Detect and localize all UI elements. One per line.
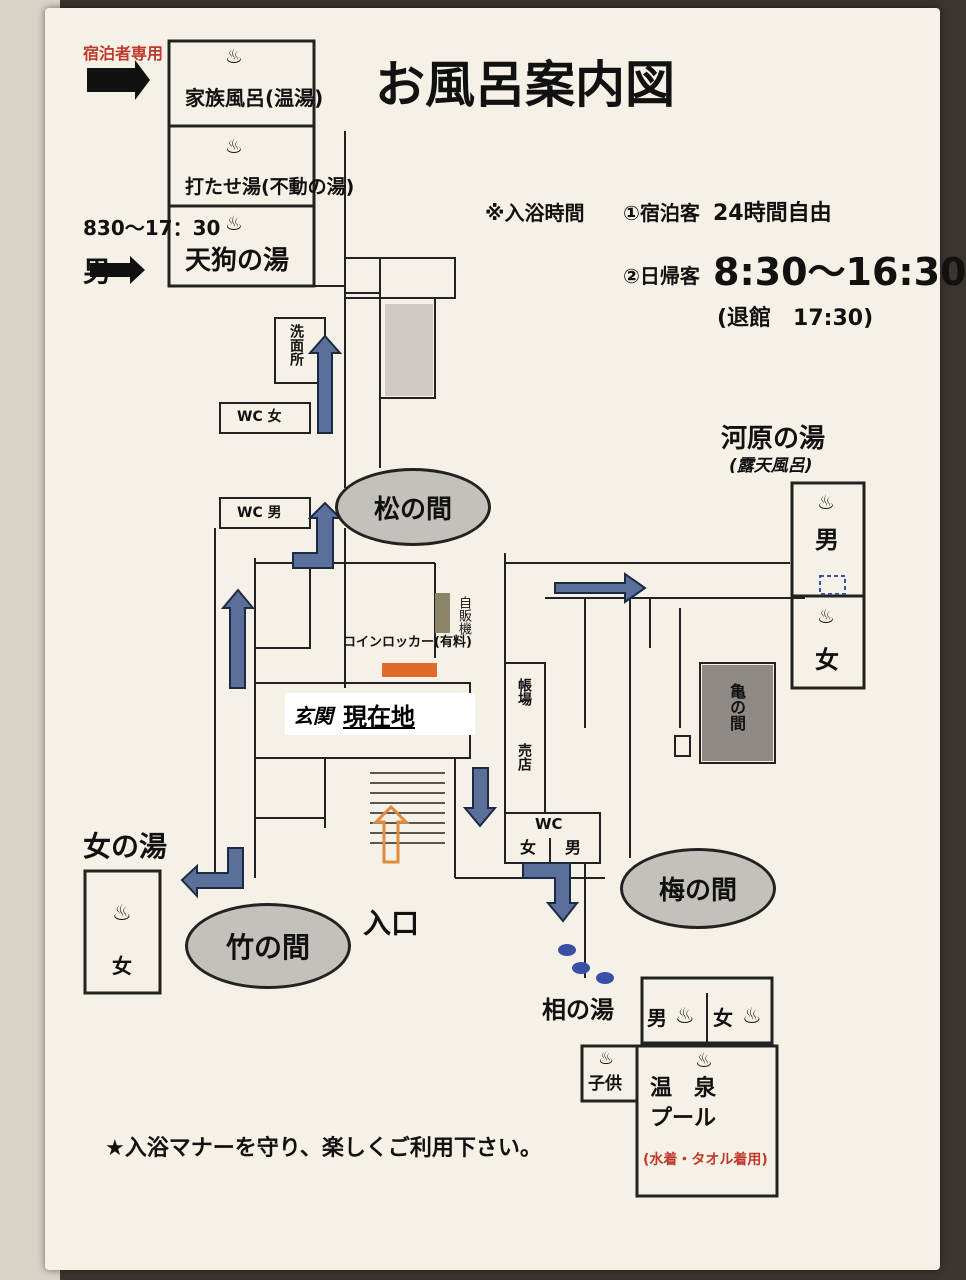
- bath-hours-label: ※入浴時間: [485, 201, 585, 225]
- kame-room-box: [699, 662, 776, 764]
- wc-men-label: WC 男: [237, 505, 282, 521]
- kids-bath-label: 子供: [588, 1074, 622, 1094]
- women-bath-box: [83, 869, 162, 995]
- kawara-bath-label: 河原の湯: [721, 424, 826, 454]
- shop-label: 売店: [516, 743, 532, 771]
- kawara-women: 女: [815, 646, 839, 674]
- onsen-icon: ♨: [742, 1004, 762, 1029]
- hours-guest-time: 24時間自由: [713, 201, 832, 226]
- kawara-bath-box: [790, 481, 866, 690]
- wc-men-sign: 男: [565, 838, 582, 857]
- coin-locker-bar: [382, 663, 437, 677]
- onsen-icon: ♨: [225, 44, 243, 68]
- floor-map-sheet: お風呂案内図 ※入浴時間 ①宿泊客 24時間自由 ②日帰客 8:30〜16:30…: [45, 8, 966, 1270]
- guests-only-label: 宿泊者専用: [83, 44, 164, 63]
- onsen-icon: ♨: [598, 1048, 615, 1069]
- page-title: お風呂案内図: [375, 56, 675, 114]
- pool-box: [635, 1044, 779, 1198]
- women-bath-sign: 女: [112, 954, 132, 978]
- kawara-bath-sub: (露天風呂): [729, 456, 813, 476]
- genkan-label: 玄関: [293, 703, 333, 728]
- wc-women-sign: 女: [520, 838, 537, 857]
- room-matsu: 松の間: [335, 468, 491, 546]
- pool-label-2: プール: [650, 1106, 717, 1131]
- upper-bath-block: [167, 39, 316, 288]
- current-location-label: 玄関 現在地: [285, 693, 475, 735]
- onsen-icon: ♨: [225, 134, 243, 158]
- manners-footer: ★入浴マナーを守り、楽しくご利用下さい。: [105, 1136, 542, 1161]
- hours-guest: ①宿泊客: [623, 201, 700, 225]
- tengu-bath: 天狗の湯: [185, 246, 290, 276]
- hours-checkout: (退館 17:30): [717, 306, 874, 331]
- you-are-here-label: 現在地: [343, 702, 415, 731]
- family-bath: 家族風呂(温湯): [185, 86, 324, 110]
- utase-bath: 打たせ湯(不動の湯): [185, 176, 355, 198]
- front-desk-label: 帳場: [516, 678, 532, 706]
- ai-bath-women: 女: [713, 1006, 733, 1030]
- hours-day: ②日帰客: [623, 264, 700, 288]
- floor-plan-lines: [83, 39, 866, 1198]
- onsen-icon: ♨: [817, 490, 835, 514]
- onsen-icon: ♨: [817, 604, 835, 628]
- ai-bath-label: 相の湯: [542, 996, 614, 1024]
- bath-time-men: 830〜17：30: [83, 216, 221, 240]
- room-kame: 亀の間: [727, 683, 746, 731]
- footstep-dots: [558, 944, 614, 984]
- room-take: 竹の間: [185, 903, 351, 989]
- wc-label: WC: [535, 815, 563, 833]
- wc-women-label: WC 女: [237, 409, 282, 425]
- hours-day-time: 8:30〜16:30: [713, 250, 966, 294]
- kawara-men: 男: [815, 526, 839, 554]
- onsen-icon: ♨: [695, 1048, 713, 1072]
- washroom-label: 洗面所: [288, 324, 304, 366]
- women-bath-label: 女の湯: [83, 830, 168, 863]
- vending-label: 自販機: [456, 596, 471, 635]
- onsen-icon: ♨: [112, 901, 132, 926]
- onsen-icon: ♨: [675, 1004, 695, 1029]
- wc-men-box: [219, 497, 311, 529]
- room-ume: 梅の間: [620, 848, 776, 929]
- vending-machine: [435, 593, 450, 633]
- entrance-arrow: [372, 804, 410, 864]
- entrance-label: 入口: [363, 907, 420, 940]
- onsen-icon: ♨: [225, 211, 243, 235]
- pool-note: (水着・タオル着用): [643, 1152, 768, 1168]
- direction-arrows: [87, 60, 647, 923]
- wc-women-box: [219, 402, 311, 434]
- men-arrow-label: 男: [83, 255, 112, 288]
- ai-bath-men: 男: [647, 1006, 667, 1030]
- pool-label-1: 温 泉: [650, 1076, 717, 1101]
- coin-locker-label: コインロッカー(有料): [343, 635, 472, 650]
